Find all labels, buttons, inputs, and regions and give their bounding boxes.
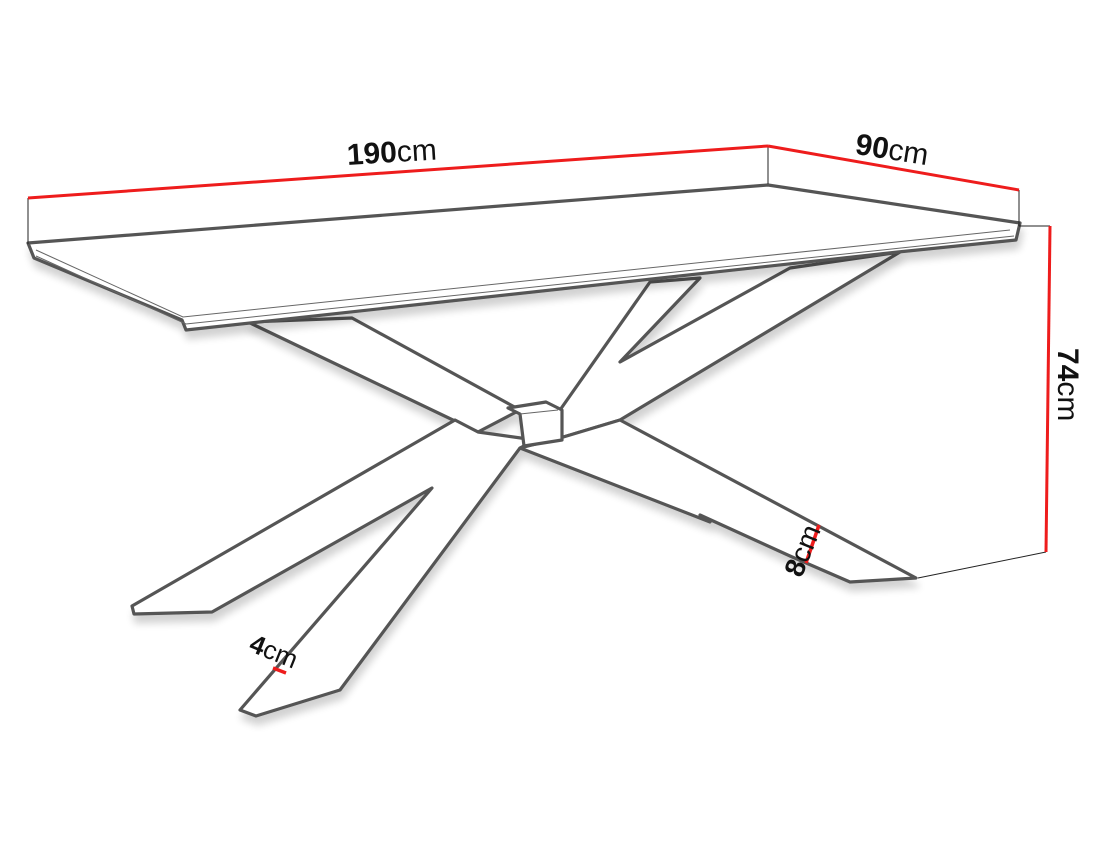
- length-value: 190: [345, 135, 398, 172]
- height-dimension-line: [1044, 225, 1052, 553]
- length-unit: cm: [395, 133, 438, 169]
- leg-thickness-dimension-line: [272, 666, 287, 675]
- depth-unit: cm: [886, 133, 931, 173]
- dimension-guides: [27, 146, 1050, 579]
- tabletop: [26, 183, 1022, 332]
- length-label: 190cm: [345, 133, 438, 172]
- height-value: 74: [1051, 348, 1084, 382]
- height-label: 74cm: [1051, 348, 1084, 422]
- height-unit: cm: [1051, 381, 1084, 422]
- leg-width-dimension-line: [804, 524, 821, 564]
- length-dimension-line: [27, 144, 769, 200]
- depth-dimension-line: [767, 144, 1020, 192]
- spider-base-legs: [130, 250, 918, 718]
